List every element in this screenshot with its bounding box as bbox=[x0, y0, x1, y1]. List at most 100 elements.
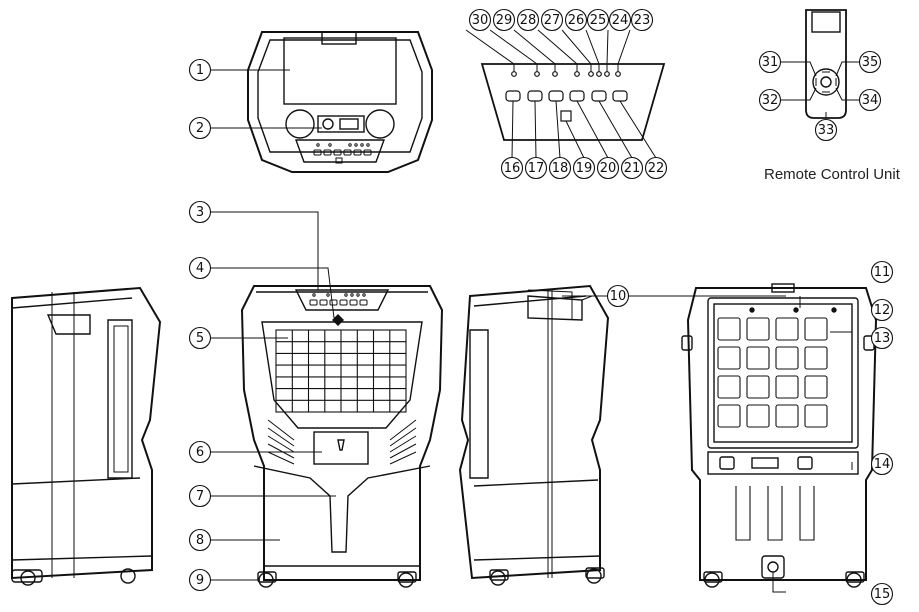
callout-1: 1 bbox=[188, 58, 212, 82]
callout-number: 35 bbox=[862, 55, 879, 70]
left-side-view bbox=[11, 286, 162, 586]
callout-circle bbox=[188, 484, 212, 508]
callout-circle bbox=[870, 452, 894, 476]
callout-circle bbox=[644, 156, 668, 180]
callout-8: 8 bbox=[188, 528, 212, 552]
callout-13: 13 bbox=[870, 326, 894, 350]
callout-circle bbox=[858, 88, 882, 112]
callout-circle bbox=[188, 58, 212, 82]
callout-number: 19 bbox=[576, 161, 593, 176]
callout-circle bbox=[548, 156, 572, 180]
callout-number: 13 bbox=[874, 331, 891, 346]
callout-circle bbox=[870, 582, 894, 606]
callout-circle bbox=[188, 200, 212, 224]
callout-number: 4 bbox=[196, 261, 204, 276]
callout-17: 17 bbox=[524, 156, 548, 180]
leader-lines bbox=[211, 29, 860, 593]
callout-circle bbox=[468, 8, 492, 32]
callout-number: 30 bbox=[472, 13, 489, 28]
callout-26: 26 bbox=[564, 8, 588, 32]
callout-circle bbox=[564, 8, 588, 32]
callout-18: 18 bbox=[548, 156, 572, 180]
callout-number: 1 bbox=[196, 63, 204, 78]
callout-31: 31 bbox=[758, 50, 782, 74]
callout-circle bbox=[540, 8, 564, 32]
callout-number: 7 bbox=[196, 489, 204, 504]
callout-11: 11 bbox=[870, 260, 894, 284]
callout-circle bbox=[596, 156, 620, 180]
callout-circle bbox=[870, 298, 894, 322]
callout-circle bbox=[500, 156, 524, 180]
callout-14: 14 bbox=[870, 452, 894, 476]
callout-circle bbox=[516, 8, 540, 32]
callout-19: 19 bbox=[572, 156, 596, 180]
callout-number: 32 bbox=[762, 93, 779, 108]
callout-number: 9 bbox=[196, 573, 204, 588]
callout-33: 33 bbox=[814, 118, 838, 142]
callout-number: 23 bbox=[634, 13, 651, 28]
callout-35: 35 bbox=[858, 50, 882, 74]
callout-circle bbox=[188, 440, 212, 464]
remote-control bbox=[805, 9, 847, 119]
callout-2: 2 bbox=[188, 116, 212, 140]
callout-number: 2 bbox=[196, 121, 204, 136]
callout-23: 23 bbox=[630, 8, 654, 32]
callout-number: 34 bbox=[862, 93, 879, 108]
callout-circle bbox=[188, 528, 212, 552]
callout-number: 25 bbox=[590, 13, 607, 28]
callout-circle bbox=[620, 156, 644, 180]
callout-16: 16 bbox=[500, 156, 524, 180]
callout-number: 29 bbox=[496, 13, 513, 28]
callout-number: 27 bbox=[544, 13, 561, 28]
right-side-view bbox=[458, 284, 610, 586]
callout-number: 20 bbox=[600, 161, 617, 176]
callout-circle bbox=[870, 260, 894, 284]
callout-circle bbox=[870, 326, 894, 350]
callout-number: 15 bbox=[874, 587, 891, 602]
callout-circle bbox=[758, 88, 782, 112]
callout-21: 21 bbox=[620, 156, 644, 180]
front-view bbox=[240, 285, 444, 588]
callout-circle bbox=[188, 568, 212, 592]
callout-25: 25 bbox=[586, 8, 610, 32]
callout-22: 22 bbox=[644, 156, 668, 180]
callout-circle bbox=[858, 50, 882, 74]
callout-6: 6 bbox=[188, 440, 212, 464]
callout-circle bbox=[188, 116, 212, 140]
remote-control-caption: Remote Control Unit bbox=[764, 166, 900, 183]
callout-29: 29 bbox=[492, 8, 516, 32]
callout-circle bbox=[586, 8, 610, 32]
callout-number: 21 bbox=[624, 161, 641, 176]
callout-number: 5 bbox=[196, 331, 204, 346]
callout-28: 28 bbox=[516, 8, 540, 32]
callout-number: 16 bbox=[504, 161, 521, 176]
callout-15: 15 bbox=[870, 582, 894, 606]
callout-number: 22 bbox=[648, 161, 665, 176]
callout-circle bbox=[608, 8, 632, 32]
callout-10: 10 bbox=[606, 284, 630, 308]
callout-34: 34 bbox=[858, 88, 882, 112]
control-panel bbox=[480, 63, 666, 141]
callout-number: 18 bbox=[552, 161, 569, 176]
back-view bbox=[681, 283, 878, 588]
callout-24: 24 bbox=[608, 8, 632, 32]
callout-number: 11 bbox=[874, 265, 891, 280]
callout-30: 30 bbox=[468, 8, 492, 32]
callout-number: 31 bbox=[762, 55, 779, 70]
callout-circle bbox=[814, 118, 838, 142]
callout-circle bbox=[758, 50, 782, 74]
callout-4: 4 bbox=[188, 256, 212, 280]
callout-32: 32 bbox=[758, 88, 782, 112]
callout-number: 8 bbox=[196, 533, 204, 548]
callout-7: 7 bbox=[188, 484, 212, 508]
callout-5: 5 bbox=[188, 326, 212, 350]
callout-circle bbox=[606, 284, 630, 308]
callout-circle bbox=[188, 256, 212, 280]
callout-number: 17 bbox=[528, 161, 545, 176]
callout-circle bbox=[188, 326, 212, 350]
callout-circle bbox=[492, 8, 516, 32]
callout-circle bbox=[630, 8, 654, 32]
callout-number: 24 bbox=[612, 13, 629, 28]
